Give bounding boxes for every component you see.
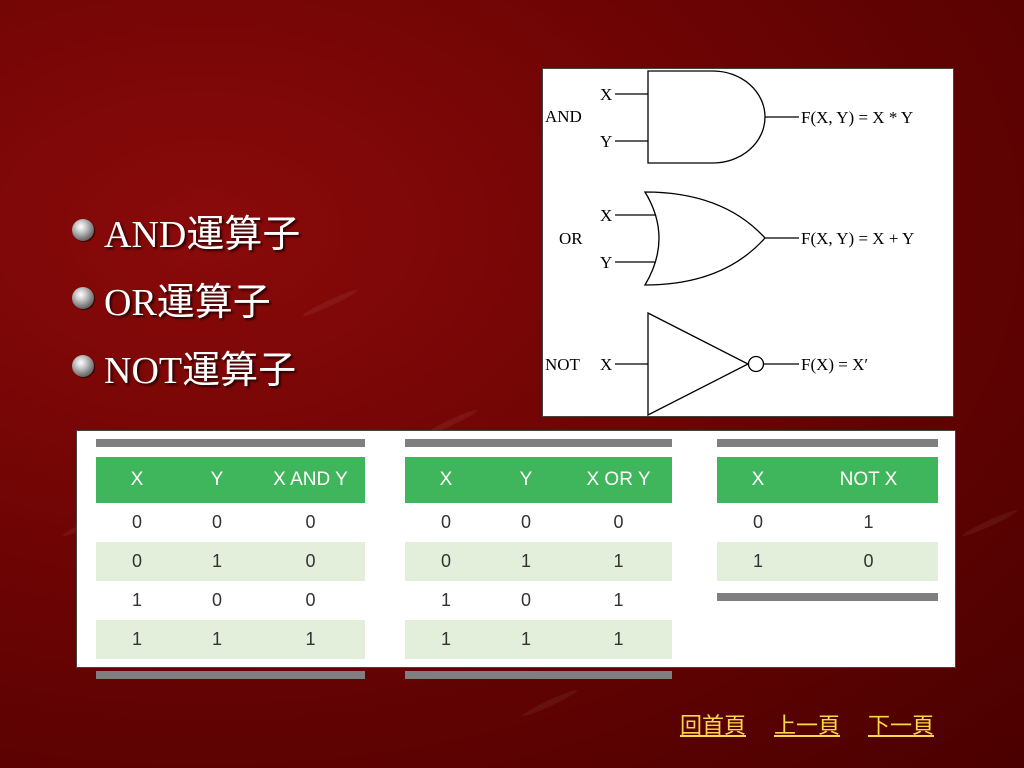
table-row: 0 1 1 [405,542,672,581]
cell: 1 [256,620,365,659]
table-bottom-rule [96,671,365,679]
or-gate: OR X Y F(X, Y) = X + Y [559,191,914,286]
bullet-label: OR運算子 [104,281,271,324]
not-gate-name: NOT [545,355,581,374]
previous-page-link[interactable]: 上一頁 [773,714,840,739]
table-top-rule [96,439,365,447]
cell: 0 [211,512,222,532]
and-header-y: Y [178,457,256,503]
home-page-link[interactable]: 回首頁 [679,714,746,739]
not-header-result: NOT X [799,457,938,503]
bullet-list: AND運算子 OR運算子 NOT運算子 [72,196,300,400]
not-truth-table: X NOT X 0 1 1 0 [717,439,938,601]
and-gate-output: F(X, Y) = X * Y [801,108,913,127]
table-row: 1 0 [717,542,938,581]
cell: 0 [305,512,316,532]
cell: 0 [96,542,178,581]
table-top-rule [717,439,938,447]
and-header-x: X [96,457,178,503]
truth-tables-panel: X Y X AND Y 0 0 0 0 1 0 1 0 0 1 1 1 [76,430,956,679]
not-gate: NOT X F(X) = X′ [545,311,868,416]
and-gate-name: AND [545,107,582,126]
bullet-item: NOT運算子 [72,332,300,400]
table-row: 1 0 0 [96,581,365,620]
cell: 1 [565,542,672,581]
or-gate-name: OR [559,229,583,248]
slide-navigation: 回首頁 上一頁 下一頁 [680,708,934,740]
logic-gate-diagram: AND X Y F(X, Y) = X * Y OR X Y F(X, Y) =… [542,68,954,417]
cell: 1 [613,590,624,610]
cell: 1 [717,542,799,581]
table-row: 1 1 1 [96,620,365,659]
cell: 1 [178,620,256,659]
table-row: 1 0 1 [405,581,672,620]
bullet-label: NOT運算子 [104,349,297,392]
cell: 0 [752,512,763,532]
cell: 1 [96,620,178,659]
not-header-x: X [717,457,799,503]
not-gate-input-x: X [600,355,612,374]
sphere-bullet-icon [72,287,94,309]
cell: 0 [131,512,142,532]
cell: 0 [520,590,531,610]
table-bottom-rule [717,593,938,601]
next-page-link[interactable]: 下一頁 [867,714,934,739]
cell: 0 [256,542,365,581]
bullet-item: AND運算子 [72,196,300,264]
or-header-y: Y [487,457,565,503]
cell: 0 [305,590,316,610]
cell: 0 [440,512,451,532]
table-row: 0 1 0 [96,542,365,581]
table-row: 0 0 0 [405,503,672,542]
cell: 0 [211,590,222,610]
cell: 1 [131,590,142,610]
cell: 1 [565,620,672,659]
table-row: 0 1 [717,503,938,542]
table-row: 0 0 0 [96,503,365,542]
sphere-bullet-icon [72,219,94,241]
table-bottom-rule [405,671,672,679]
cell: 1 [487,542,565,581]
and-header-result: X AND Y [256,457,365,503]
cell: 1 [487,620,565,659]
and-gate-input-y: Y [600,132,612,151]
bullet-item: OR運算子 [72,264,300,332]
and-gate-input-x: X [600,85,612,104]
sphere-bullet-icon [72,355,94,377]
background-speck [521,687,579,719]
cell: 0 [520,512,531,532]
cell: 1 [863,512,874,532]
table-row: 1 1 1 [405,620,672,659]
cell: 1 [405,620,487,659]
and-truth-table: X Y X AND Y 0 0 0 0 1 0 1 0 0 1 1 1 [96,439,365,679]
or-gate-input-x: X [600,206,612,225]
cell: 1 [178,542,256,581]
and-gate: AND X Y F(X, Y) = X * Y [545,70,913,164]
or-gate-input-y: Y [600,253,612,272]
background-speck [961,507,1019,539]
background-speck [301,287,359,319]
or-header-x: X [405,457,487,503]
cell: 0 [613,512,624,532]
bullet-label: AND運算子 [104,213,301,256]
not-gate-output: F(X) = X′ [801,355,868,374]
gate-svg: AND X Y F(X, Y) = X * Y OR X Y F(X, Y) =… [545,70,914,416]
or-truth-table: X Y X OR Y 0 0 0 0 1 1 1 0 1 1 1 1 [405,439,672,679]
cell: 1 [440,590,451,610]
or-gate-output: F(X, Y) = X + Y [801,229,914,248]
or-header-result: X OR Y [565,457,672,503]
cell: 0 [405,542,487,581]
table-top-rule [405,439,672,447]
cell: 0 [799,542,938,581]
